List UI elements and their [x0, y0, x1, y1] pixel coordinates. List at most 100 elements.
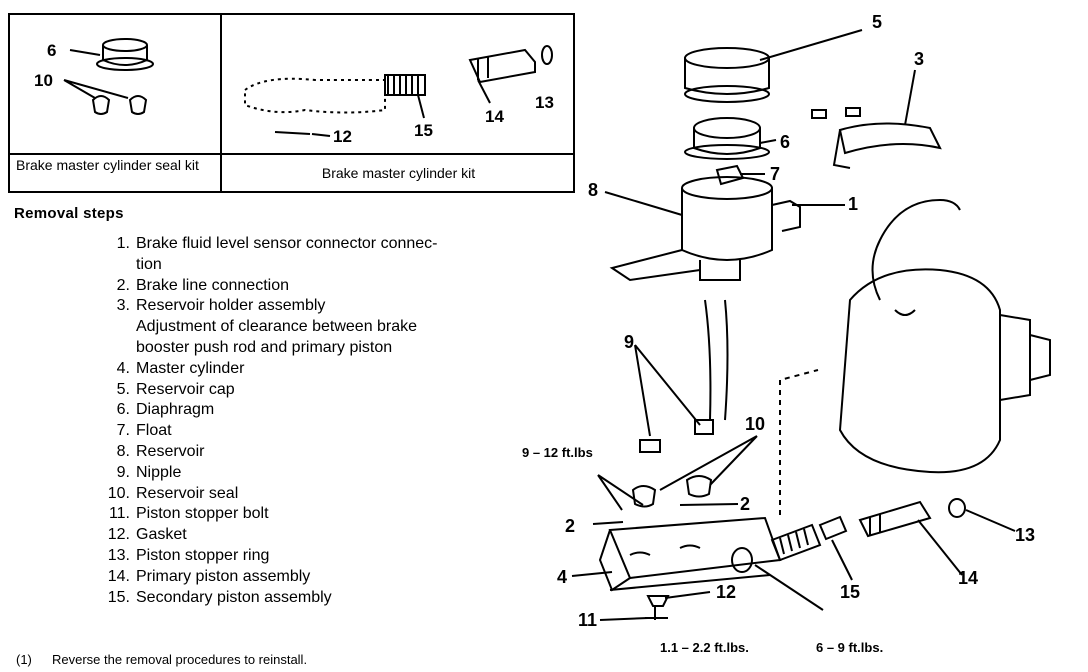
removal-step: 15. Secondary piston assembly: [96, 588, 536, 609]
removal-step: 13. Piston stopper ring: [96, 546, 536, 567]
step-number: 2.: [116, 276, 130, 294]
kit-diaphragm-icon: [96, 38, 154, 71]
torque-nipple-label: 9 – 12 ft.lbs: [522, 445, 593, 460]
step-number: 13.: [107, 546, 130, 564]
kit-callout-14: 14: [485, 107, 504, 126]
step-text: Diaphragm: [136, 401, 215, 419]
reservoir-holder-part: [811, 107, 942, 169]
diaphragm-part: [684, 117, 770, 160]
note-text: Reverse the removal procedures to reinst…: [52, 652, 308, 667]
removal-step: 2. Brake line connection: [96, 276, 536, 297]
kit-table-divider: [220, 15, 222, 191]
callout-4: 4: [557, 567, 567, 587]
step-number: 7.: [116, 422, 130, 440]
removal-step: 3. Reservoir holder assembly Adjustment o…: [96, 296, 536, 358]
step-number: 8.: [116, 442, 130, 460]
kit-callout-6: 6: [47, 41, 56, 60]
removal-step: 5. Reservoir cap: [96, 380, 536, 401]
removal-step: 1. Brake fluid level sensor connector con…: [96, 234, 536, 276]
reservoir-part: [609, 176, 801, 282]
step-text: Reservoir: [136, 442, 205, 460]
step-text: Brake line connection: [136, 276, 289, 294]
brake-booster-part: [838, 198, 1051, 474]
step-text: Reservoir seal: [136, 484, 239, 502]
reinstall-note: (1) Reverse the removal procedures to rei…: [16, 652, 307, 667]
removal-step: 6. Diaphragm: [96, 400, 536, 421]
kit-label: Brake master cylinder kit: [321, 165, 476, 181]
step-number: 9.: [116, 463, 130, 481]
kit-reservoir-seal-icon: [91, 95, 148, 115]
secondary-piston-part: [770, 515, 848, 562]
removal-step: 12. Gasket: [96, 525, 536, 546]
callout-11: 11: [578, 610, 597, 630]
callout-15: 15: [840, 582, 860, 602]
step-number: 14.: [107, 567, 130, 585]
kit-callout-15: 15: [414, 121, 433, 140]
reservoir-seal-part: [631, 475, 713, 508]
kit-callout-10: 10: [34, 71, 53, 90]
step-text: Brake fluid level sensor connector conne…: [136, 235, 438, 273]
step-text: Float: [136, 422, 172, 440]
callout-7: 7: [770, 164, 780, 184]
callout-12: 12: [716, 582, 736, 602]
kit-callout-12: 12: [333, 127, 352, 146]
step-number: 12.: [107, 526, 130, 544]
step-number: 15.: [107, 588, 130, 606]
step-text: Primary piston assembly: [136, 567, 311, 585]
callout-2-left: 2: [565, 516, 575, 536]
callout-3: 3: [914, 49, 924, 69]
callout-6: 6: [780, 132, 790, 152]
step-number: 10.: [107, 484, 130, 502]
step-number: 6.: [116, 401, 130, 419]
kit-piston-parts-icon: [384, 45, 553, 96]
step-number: 1.: [116, 235, 130, 252]
removal-step: 8. Reservoir: [96, 442, 536, 463]
removal-step: 14. Primary piston assembly: [96, 567, 536, 588]
kit-table-row-divider: [10, 153, 573, 155]
step-text: Gasket: [136, 526, 187, 544]
stopper-bolt-part: [645, 606, 668, 620]
removal-step: 9. Nipple: [96, 463, 536, 484]
step-text: Piston stopper bolt: [136, 505, 269, 523]
step-number: 5.: [116, 380, 130, 398]
removal-steps-list: 1. Brake fluid level sensor connector con…: [96, 234, 536, 608]
kit-pistons-icon: [244, 77, 386, 114]
step-text: Reservoir holder assembly Adjustment of …: [136, 297, 418, 356]
callout-14: 14: [958, 568, 978, 588]
step-text: Piston stopper ring: [136, 546, 270, 564]
callout-5: 5: [872, 12, 882, 32]
torque-bolt-label: 1.1 – 2.2 ft.lbs.: [660, 640, 749, 655]
callout-2-right: 2: [740, 494, 750, 514]
gasket-part: [646, 595, 670, 607]
step-text: Reservoir cap: [136, 380, 235, 398]
step-number: 4.: [116, 359, 130, 377]
master-cylinder-part: [598, 516, 782, 592]
removal-step: 4. Master cylinder: [96, 359, 536, 380]
removal-step: 11. Piston stopper bolt: [96, 504, 536, 525]
callout-1: 1: [848, 194, 858, 214]
removal-step: 10. Reservoir seal: [96, 484, 536, 505]
note-tag: (1): [16, 652, 32, 667]
reservoir-cap-part: [684, 47, 770, 103]
callout-13: 13: [1015, 525, 1035, 545]
stopper-ring-part: [948, 498, 966, 518]
step-text: Secondary piston assembly: [136, 588, 332, 606]
brake-line-part: [704, 299, 712, 421]
float-part: [715, 164, 745, 186]
callout-10: 10: [745, 414, 765, 434]
step-number: 11.: [108, 505, 130, 523]
step-text: Nipple: [136, 463, 182, 481]
removal-step: 7. Float: [96, 421, 536, 442]
step-text: Master cylinder: [136, 359, 245, 377]
primary-piston-part: [858, 500, 932, 538]
step-number: 3.: [116, 297, 130, 315]
seal-kit-label: Brake master cylinder seal kit: [16, 157, 199, 173]
removal-steps-title: Removal steps: [14, 205, 124, 222]
kit-gasket-icon: [274, 131, 311, 135]
callout-9: 9: [624, 332, 634, 352]
torque-line-label: 6 – 9 ft.lbs.: [816, 640, 883, 655]
kit-callout-13: 13: [535, 93, 554, 112]
callout-8: 8: [588, 180, 598, 200]
